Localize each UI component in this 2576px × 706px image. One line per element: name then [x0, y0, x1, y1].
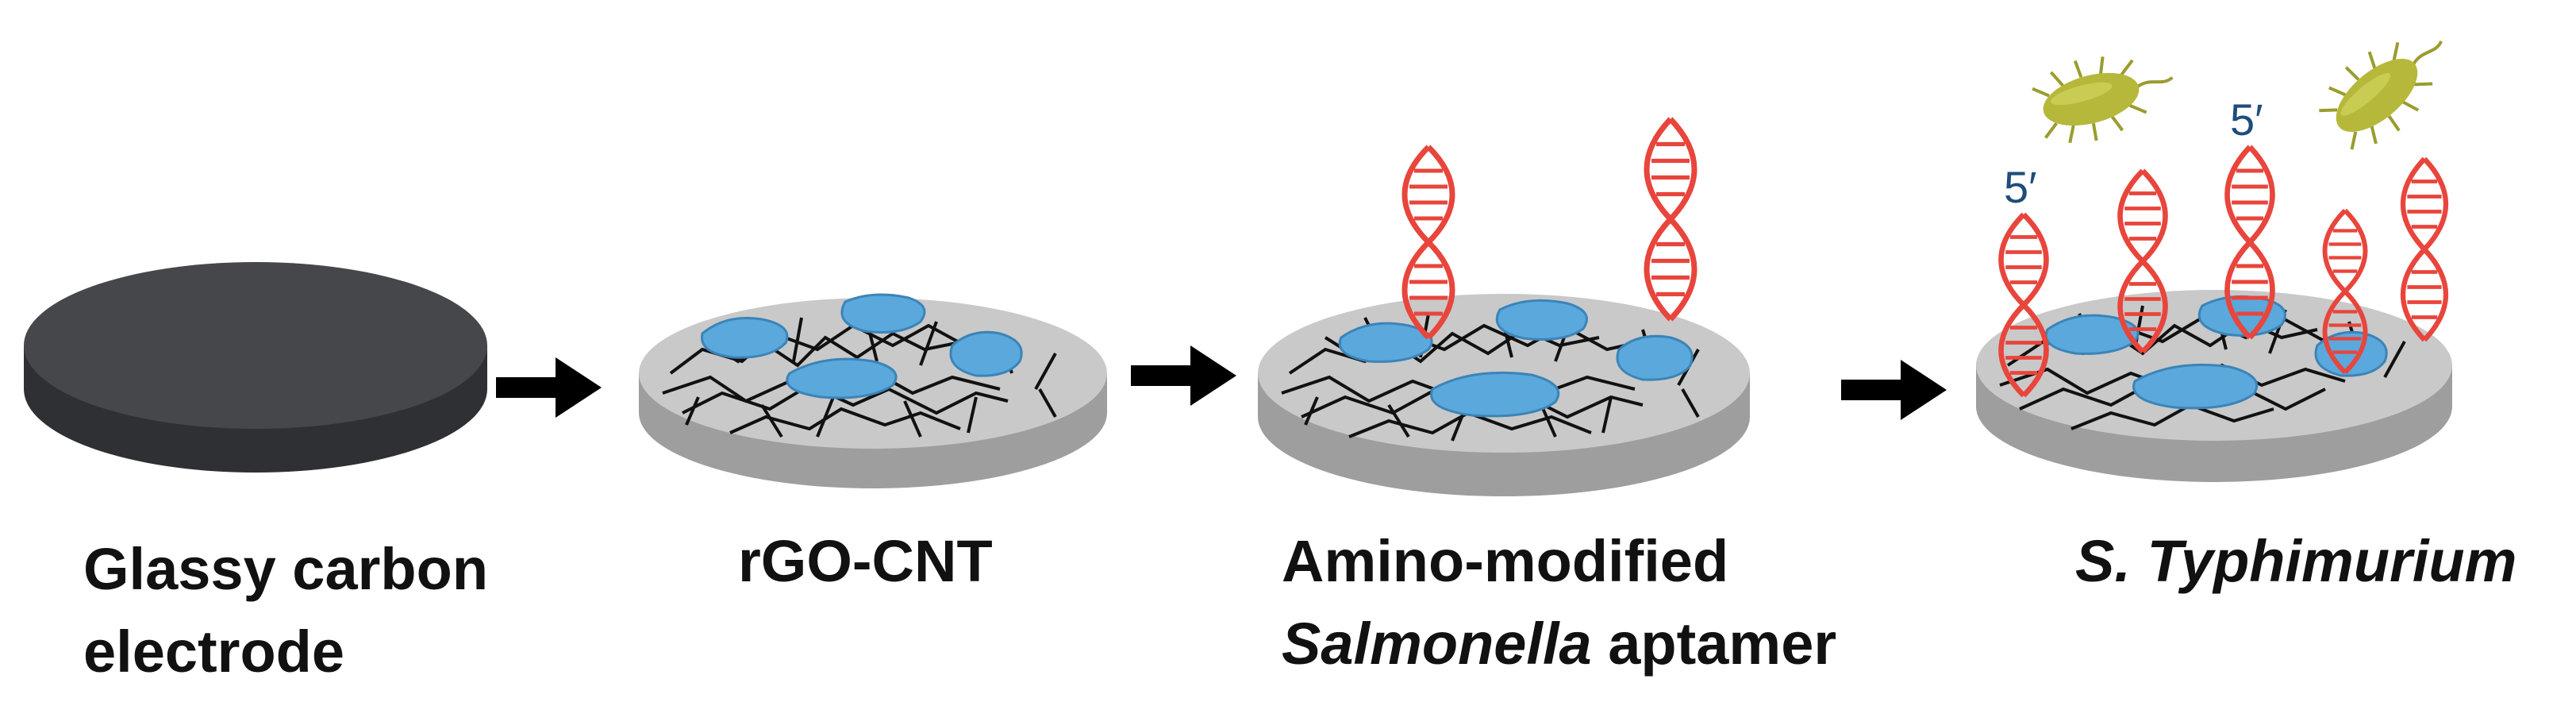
rgo-cnt-electrode	[639, 293, 1107, 488]
glassy-carbon-electrode	[24, 262, 487, 473]
aptamer-modified-electrode	[1258, 119, 1750, 496]
graphene-flakes	[1338, 299, 1694, 418]
dna-aptamer-icon	[1647, 119, 1694, 319]
step-3-label: Amino-modified Salmonella aptamer	[1282, 520, 1836, 685]
arrow-right-icon	[1841, 360, 1947, 420]
step-3-label-rest: aptamer	[1591, 611, 1837, 677]
dna-aptamer-icon	[2403, 159, 2446, 340]
prime-label-center: 5′	[2230, 95, 2263, 145]
bacterium-icon	[2026, 36, 2185, 155]
step-2-label-line-1: rGO-CNT	[738, 528, 993, 594]
step-4-label: S. Typhimurium	[2075, 520, 2516, 603]
step-4-label-line-1: S. Typhimurium	[2075, 528, 2517, 594]
step-1-label: Glassy carbon electrode	[83, 528, 488, 693]
bacteria-capture-electrode: 5′ 5′	[1976, 8, 2470, 482]
step-3-italic-term: Salmonella	[1282, 611, 1592, 677]
step-2-label: rGO-CNT	[738, 520, 993, 603]
graphene-flakes	[2044, 295, 2388, 410]
step-1-label-line-1: Glassy carbon	[83, 536, 489, 602]
step-3-label-line-2: Salmonella aptamer	[1282, 603, 1836, 685]
arrow-right-icon	[496, 357, 602, 418]
prime-label-left: 5′	[2004, 162, 2037, 212]
graphene-flakes	[701, 293, 1023, 399]
arrow-right-icon	[1131, 345, 1236, 406]
bacterium-icon	[2307, 8, 2470, 164]
step-3-label-line-1: Amino-modified	[1282, 528, 1729, 594]
step-1-label-line-2: electrode	[83, 619, 345, 685]
